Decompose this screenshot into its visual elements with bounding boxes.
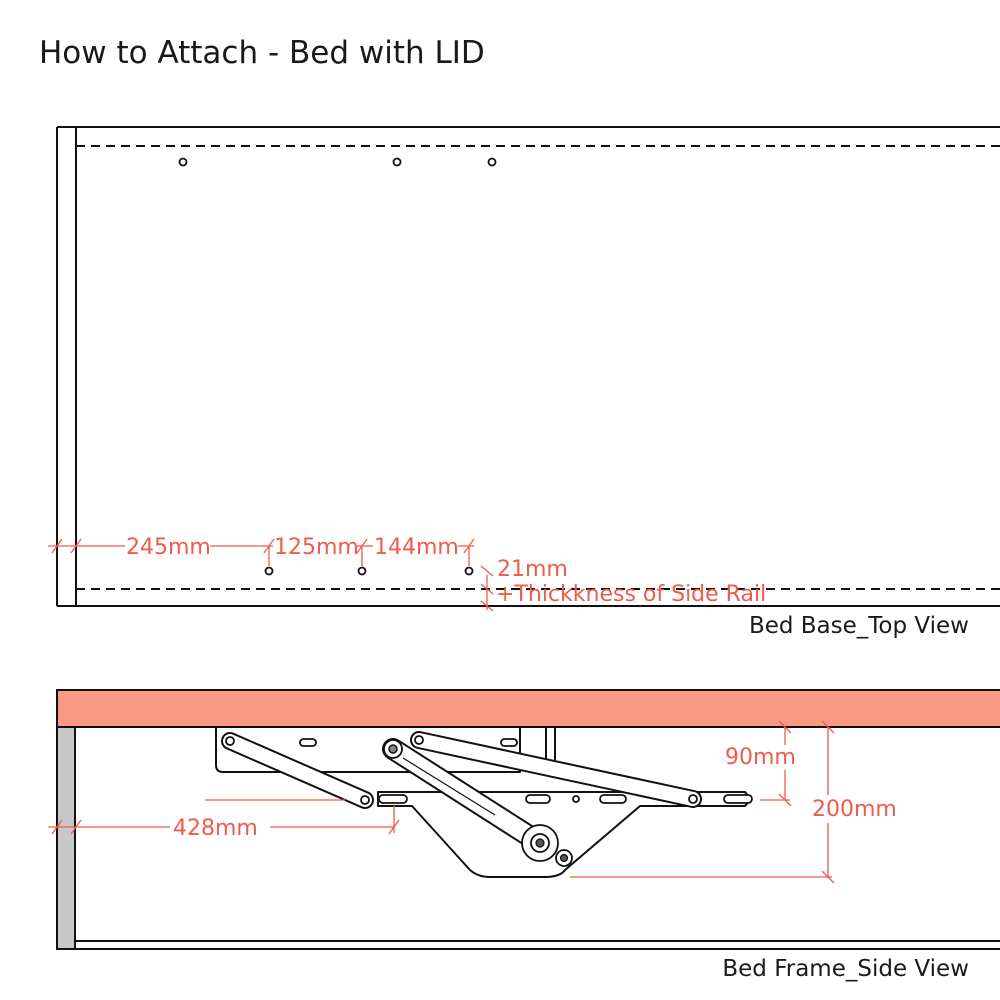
- plate-slot-2: [525, 794, 551, 804]
- page-title: How to Attach - Bed with LID: [39, 35, 485, 71]
- mount-hole-top-3: [487, 157, 497, 167]
- dim-200mm: 200mm: [812, 797, 897, 822]
- dim-21mm: 21mm: [497, 557, 568, 582]
- dim-428mm: 428mm: [173, 816, 258, 841]
- left-arm-pivot-bottom: [360, 795, 370, 805]
- bed-frame-side-view: [56, 689, 1000, 950]
- side-rail: [56, 726, 76, 950]
- dim-144mm: 144mm: [374, 535, 459, 560]
- long-arm-pivot-bottom: [688, 794, 698, 804]
- bracket-slot-1: [299, 738, 317, 747]
- bed-base-top-view: [56, 126, 1000, 607]
- dim-side-rail-note: +Thickkness of Side Rail: [496, 582, 766, 607]
- dim-90mm: 90mm: [725, 745, 796, 770]
- dim-245mm: 245mm: [126, 535, 211, 560]
- dim-125mm: 125mm: [274, 535, 359, 560]
- mount-hole-bottom-1: [264, 566, 274, 576]
- top-view-caption: Bed Base_Top View: [749, 613, 969, 639]
- plate-slot-3: [599, 794, 627, 804]
- plate-slot-1: [378, 794, 408, 804]
- side-view-caption: Bed Frame_Side View: [722, 956, 969, 982]
- gas-strut-rod: [402, 757, 496, 816]
- side-view-dimensions: [48, 720, 835, 884]
- mount-hole-top-1: [178, 157, 188, 167]
- lid-panel: [56, 689, 1000, 728]
- bracket-slot-2: [500, 738, 518, 747]
- long-arm-pivot-top: [414, 735, 424, 745]
- mount-hole-bottom-2: [357, 566, 367, 576]
- plate-slot-4: [723, 794, 753, 804]
- mount-hole-top-2: [392, 157, 402, 167]
- left-arm-pivot-top: [225, 736, 235, 746]
- plate-hole: [572, 795, 580, 803]
- top-view-dimensions: [48, 538, 494, 612]
- mount-hole-bottom-3: [464, 566, 474, 576]
